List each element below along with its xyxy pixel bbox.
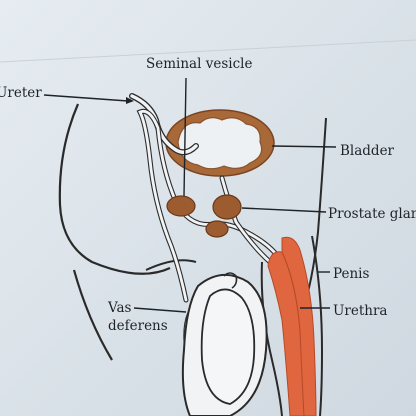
- body-outline-thigh: [145, 259, 197, 271]
- testis: [200, 288, 256, 405]
- penis-outline-back: [260, 261, 283, 416]
- seminal-vesicle-left: [166, 195, 196, 217]
- penis-erectile-tissue-inner: [281, 236, 317, 416]
- body-outline-front: [305, 117, 327, 301]
- label-urethra: Urethra: [333, 303, 387, 319]
- seminal-vesicle-lower: [205, 220, 229, 238]
- label-ureter: Ureter: [0, 85, 42, 101]
- label-vas-deferens-line1: Vas: [107, 300, 132, 316]
- page-rule-line: [0, 39, 416, 63]
- label-prostate-gland: Prostate gland: [328, 206, 416, 222]
- label-bladder: Bladder: [340, 143, 395, 159]
- body-outline-leg: [72, 269, 113, 361]
- leader-bladder: [271, 145, 337, 148]
- ureter-tube: [130, 94, 198, 154]
- bladder: [165, 109, 275, 177]
- penis-outline-front: [311, 235, 324, 416]
- ureter-arrowhead: [126, 97, 134, 104]
- leader-vas-deferens: [133, 307, 187, 313]
- leader-prostate: [241, 207, 327, 213]
- prostate-gland: [212, 194, 242, 220]
- body-outline-back: [58, 103, 171, 275]
- label-seminal-vesicle: Seminal vesicle: [146, 56, 252, 72]
- epididymis: [223, 272, 238, 289]
- leader-ureter: [43, 94, 129, 102]
- label-penis: Penis: [333, 266, 369, 282]
- leader-lines: [43, 77, 337, 313]
- leader-seminal-vesicle: [183, 77, 187, 197]
- label-vas-deferens-line2: deferens: [108, 318, 168, 334]
